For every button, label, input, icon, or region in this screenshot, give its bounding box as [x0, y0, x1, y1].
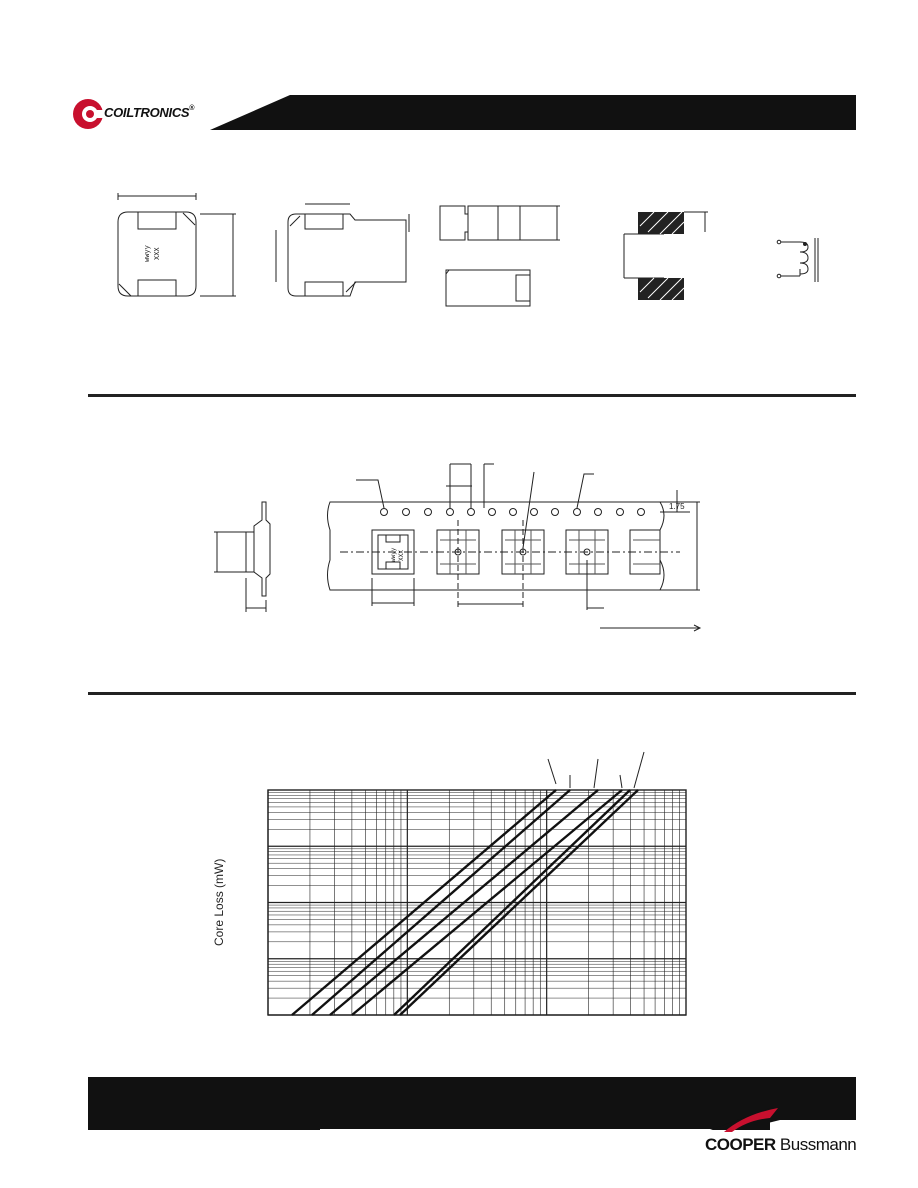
schematic-drawing: [780, 238, 819, 282]
cooper-swoosh-icon: [724, 1108, 778, 1132]
chart-series-line: [351, 789, 623, 1016]
brand-name: COILTRONICS®: [104, 105, 195, 120]
chart-series-line: [291, 789, 557, 1016]
chart-grid: [267, 789, 687, 1016]
chart-series-line: [399, 789, 639, 1016]
section-divider-1: [88, 394, 856, 397]
header-bar: [210, 95, 856, 130]
top-view-drawing: [117, 193, 236, 297]
section-divider-2: [88, 692, 856, 695]
chart-leader: [547, 758, 557, 785]
chart-series-line: [393, 789, 631, 1016]
front-view-drawing: [439, 205, 560, 241]
coiltronics-logo-icon: [73, 99, 106, 129]
chart-leaders: [547, 751, 645, 789]
chart-leader: [593, 758, 599, 789]
bottom-view-drawing: [445, 269, 531, 307]
side-view-drawing: [275, 203, 410, 297]
tape-dimension-label: 1.75: [669, 502, 685, 511]
tape-reel-drawing: [214, 463, 702, 632]
footer-bar-tab: [88, 1108, 856, 1130]
footer-brand: COOPER Bussmann: [705, 1135, 857, 1154]
core-loss-chart: [267, 751, 687, 1016]
mechanical-drawings: [117, 193, 819, 307]
chart-leader: [633, 751, 645, 789]
chart-series-line: [311, 789, 571, 1016]
chart-y-axis-label: Core Loss (mW): [212, 858, 226, 946]
chart-series: [291, 789, 639, 1016]
chart-series-line: [329, 789, 599, 1016]
chart-leader: [619, 774, 623, 789]
